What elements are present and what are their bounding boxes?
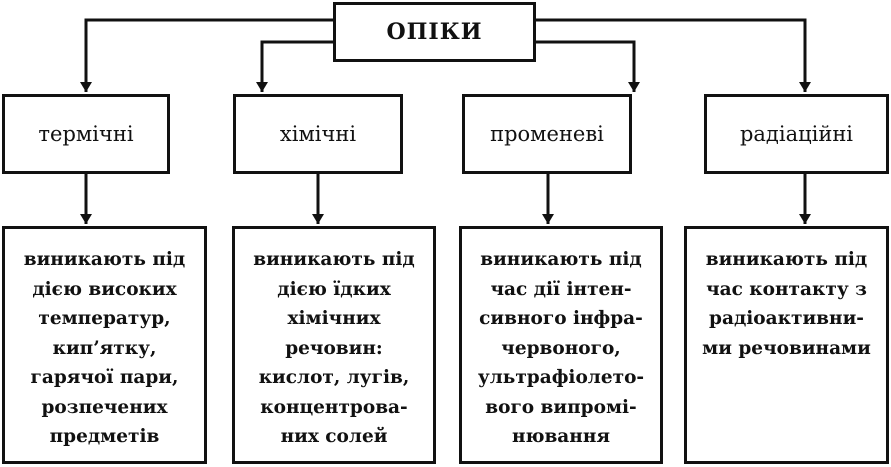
description-line: кип’ятку, xyxy=(52,337,157,359)
description-line: ми речовинами xyxy=(702,337,871,359)
connector-title-to-thermal xyxy=(80,18,333,92)
description-line: дією їдких xyxy=(277,278,391,300)
description-line: сивного інфра- xyxy=(479,308,643,329)
description-line: виникають під xyxy=(705,249,868,270)
description-line: температур, xyxy=(38,308,171,329)
diagram-title: ОПІКИ xyxy=(386,19,483,45)
description-line: виникають під xyxy=(23,249,186,270)
description-line: гарячої пари, xyxy=(30,367,179,388)
description-line: кислот, лугів, xyxy=(258,367,410,388)
description-line: радіоактивни- xyxy=(709,308,864,329)
description-box-radiation: виникають під час контакту з радіоактивн… xyxy=(684,226,889,464)
description-line: час дії інтен- xyxy=(490,278,632,300)
description-line: час контакту з xyxy=(706,278,867,300)
connector-title-to-ray xyxy=(536,40,640,92)
description-line: концентрова- xyxy=(260,396,408,418)
description-line: виникають під xyxy=(253,249,415,270)
description-line: червоного, xyxy=(501,337,621,359)
description-line: дією високих xyxy=(32,278,177,300)
connector-title-to-radiation xyxy=(536,18,811,92)
category-box-radiation: радіаційні xyxy=(704,94,889,174)
description-line: виникають під xyxy=(480,249,642,270)
category-label-thermal: термічні xyxy=(38,122,134,146)
description-box-thermal: виникають під дією високих температур, к… xyxy=(2,226,207,464)
description-box-ray: виникають під час дії інтен- сивного інф… xyxy=(459,226,663,464)
description-line: нювання xyxy=(511,426,611,447)
connector-title-to-chemical xyxy=(256,40,333,92)
title-box: ОПІКИ xyxy=(333,2,536,62)
category-box-ray: променеві xyxy=(462,94,632,174)
category-box-chemical: хімічні xyxy=(233,94,403,174)
category-label-chemical: хімічні xyxy=(279,122,357,146)
description-box-chemical: виникають під дією їдких хімічних речови… xyxy=(232,226,436,464)
category-box-thermal: термічні xyxy=(2,94,170,174)
description-line: розпечених xyxy=(41,396,168,418)
category-label-radiation: радіаційні xyxy=(739,122,854,146)
category-label-ray: променеві xyxy=(490,122,604,146)
description-line: вого випромі- xyxy=(485,396,637,418)
description-line: речовин: xyxy=(285,337,383,359)
description-line: них солей xyxy=(280,426,388,447)
description-line: хімічних xyxy=(287,308,381,329)
description-line: ультрафіолето- xyxy=(477,367,645,388)
description-line: предметів xyxy=(49,426,160,447)
